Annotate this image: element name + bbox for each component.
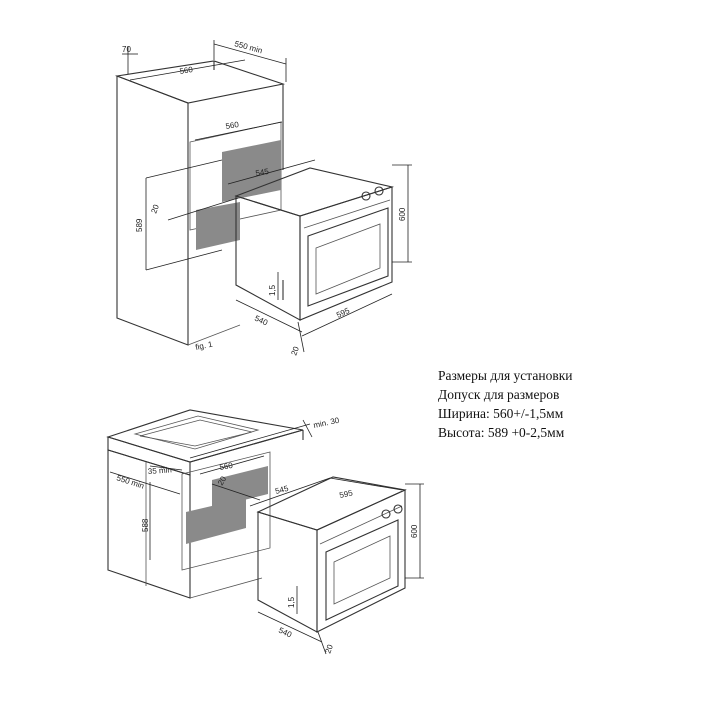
top-dimensions: 70 550 min 560 560 545 589 20 bbox=[122, 39, 412, 357]
oven-bottom bbox=[256, 476, 407, 633]
dim-560-bottom: 560 bbox=[219, 461, 234, 472]
base-cabinet bbox=[106, 409, 304, 599]
dim-20-left: 20 bbox=[149, 203, 161, 215]
dim-540: 540 bbox=[253, 314, 269, 328]
dim-20-bottom: 20 bbox=[289, 345, 301, 357]
installation-notes: Размеры для установки Допуск для размеро… bbox=[438, 366, 573, 442]
dim-70: 70 bbox=[122, 45, 131, 54]
dim-20-bottom-right: 20 bbox=[323, 643, 335, 655]
dim-35-min: 35 min bbox=[148, 465, 173, 476]
cutout-rear-panel bbox=[222, 140, 281, 202]
dim-588: 588 bbox=[141, 518, 150, 532]
dim-550-min-bottom: 550 min bbox=[115, 473, 145, 490]
top-figure: 70 550 min 560 560 545 589 20 bbox=[114, 39, 412, 357]
dim-560-top: 560 bbox=[179, 65, 194, 76]
dim-600: 600 bbox=[398, 207, 407, 221]
dim-595-bottom: 595 bbox=[339, 488, 354, 500]
note-width: Ширина: 560+/-1,5мм bbox=[438, 406, 564, 421]
dim-600-bottom: 600 bbox=[410, 524, 419, 538]
oven-knob-left-icon bbox=[361, 191, 371, 201]
dim-550-min: 550 min bbox=[233, 39, 263, 55]
bottom-figure: min. 30 550 min 35 min 560 588 20 545 59… bbox=[106, 409, 424, 655]
oven-knob-left-bottom-icon bbox=[381, 509, 391, 519]
dim-1-5-bottom: 1,5 bbox=[287, 596, 296, 608]
dim-589: 589 bbox=[135, 218, 144, 232]
oven-knob-right-bottom-icon bbox=[393, 504, 403, 514]
note-installation-dimensions: Размеры для установки bbox=[438, 368, 573, 383]
cutout-rear-panel-bottom bbox=[212, 466, 268, 508]
dim-1-5: 1,5 bbox=[268, 284, 277, 296]
bottom-dimensions: min. 30 550 min 35 min 560 588 20 545 59… bbox=[109, 416, 424, 655]
oven-knob-right-icon bbox=[374, 186, 384, 196]
cutout-lower-panel-bottom bbox=[186, 498, 246, 544]
oven-top bbox=[234, 167, 395, 321]
dim-545: 545 bbox=[255, 167, 270, 178]
note-height: Высота: 589 +0-2,5мм bbox=[438, 425, 565, 440]
fig-label: fig. 1 bbox=[195, 339, 214, 352]
cutout-lower-panel bbox=[196, 202, 240, 250]
note-tolerance: Допуск для размеров bbox=[438, 387, 560, 402]
dim-min-30: min. 30 bbox=[313, 416, 341, 430]
dim-545-bottom: 545 bbox=[274, 484, 290, 496]
dim-595: 595 bbox=[335, 306, 351, 320]
column-cabinet bbox=[114, 60, 286, 346]
dim-560-opening: 560 bbox=[225, 120, 240, 131]
